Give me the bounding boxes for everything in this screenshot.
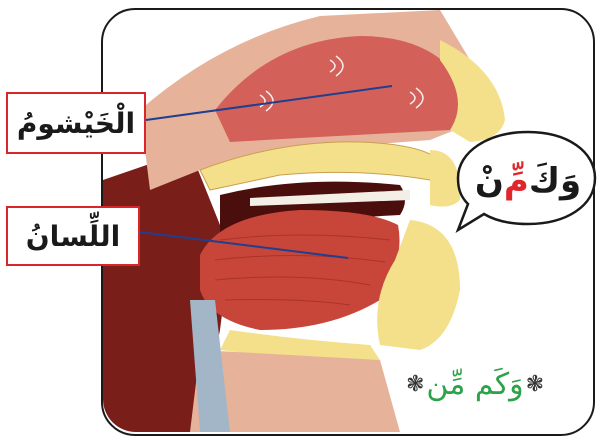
- ornament-left-icon: ❃: [406, 372, 424, 397]
- tongue: [200, 210, 400, 330]
- nasal-cavity-label: الْخَيْشومُ: [6, 92, 146, 154]
- verse-text: وَكَم مِّن: [426, 367, 523, 402]
- bubble-part2-highlight: مِّ: [504, 161, 529, 201]
- tongue-label-text: اللِّسانُ: [26, 220, 120, 253]
- upper-lip: [430, 150, 460, 207]
- ornament-right-icon: ❃: [526, 372, 544, 397]
- speech-bubble: وَكَمِّنْ: [478, 146, 578, 216]
- bubble-part1: وَكَ: [529, 161, 581, 201]
- nasal-cavity-label-text: الْخَيْشومُ: [17, 107, 135, 140]
- bubble-part3: نْ: [475, 161, 504, 201]
- quran-verse: ❃ وَكَم مِّن ❃: [390, 360, 560, 408]
- tongue-label: اللِّسانُ: [6, 206, 140, 266]
